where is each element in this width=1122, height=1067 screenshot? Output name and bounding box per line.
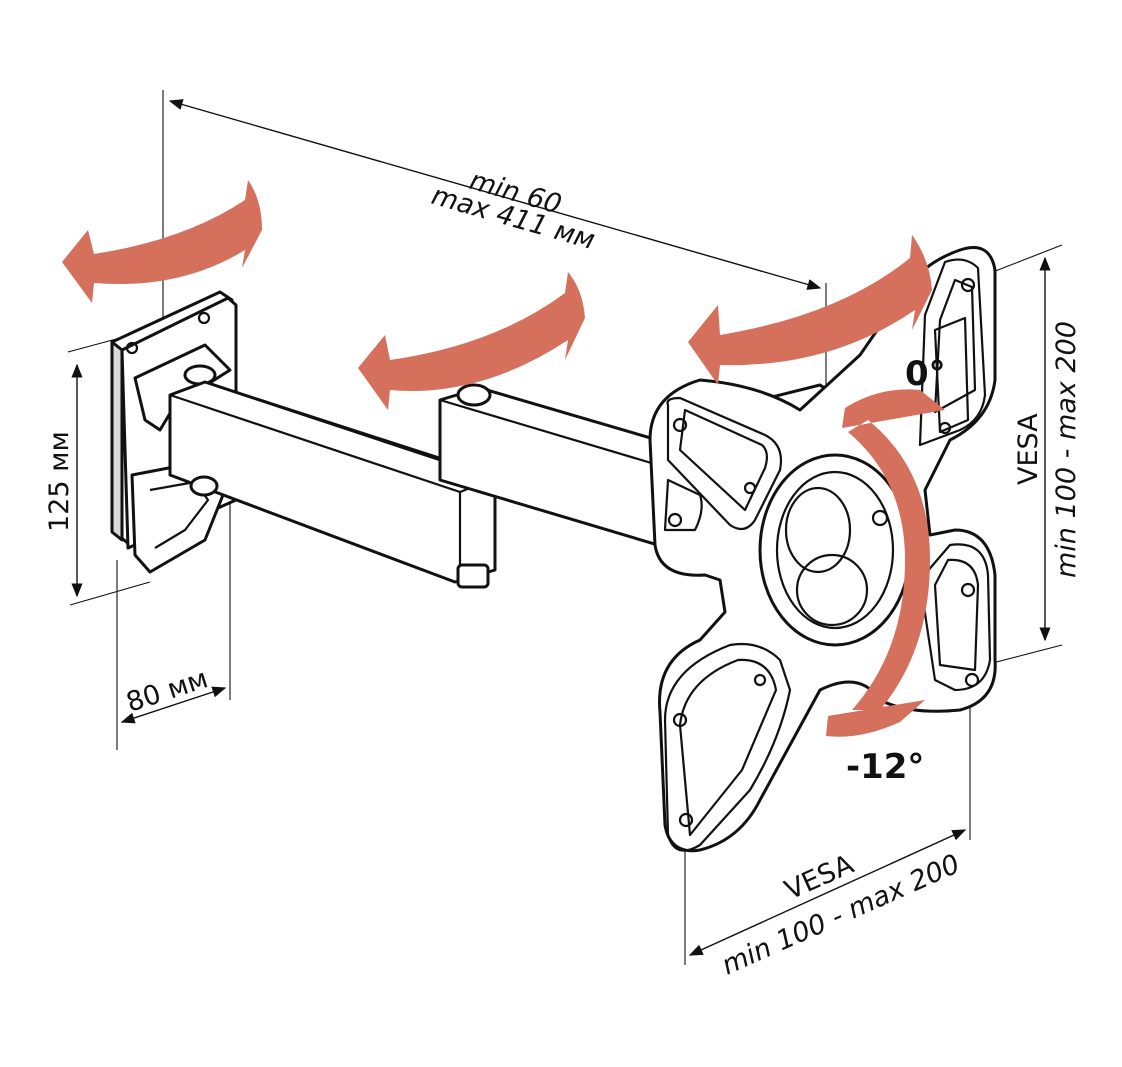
vesa-right-range: min 100 - max 200 (1051, 321, 1082, 578)
tilt-top-label: 0° (905, 354, 946, 394)
arm-first-segment (168, 380, 497, 589)
tilt-bottom-label: -12° (846, 747, 924, 787)
swivel-arrow-joint-icon (358, 272, 585, 410)
arm-length-dimension (168, 99, 822, 290)
dimension-lines (67, 90, 1063, 965)
tilt-arrow-icon (826, 389, 945, 737)
extension-line-height-bottom (69, 581, 151, 606)
depth-label: 80 мм (123, 663, 212, 718)
height-label: 125 мм (44, 431, 75, 532)
depth-dimension (120, 686, 227, 724)
swivel-arrow-plate-icon (688, 235, 932, 385)
extension-line-height-top (67, 337, 121, 353)
vesa-right-title: VESA (1013, 413, 1044, 485)
extension-line-vesa-right-bottom (984, 644, 1063, 666)
swivel-arrow-wall-icon (62, 180, 262, 303)
extension-line-vesa-right-top (984, 244, 1063, 276)
vesa-horizontal-dimension (688, 829, 967, 956)
motion-arrows (62, 180, 945, 737)
